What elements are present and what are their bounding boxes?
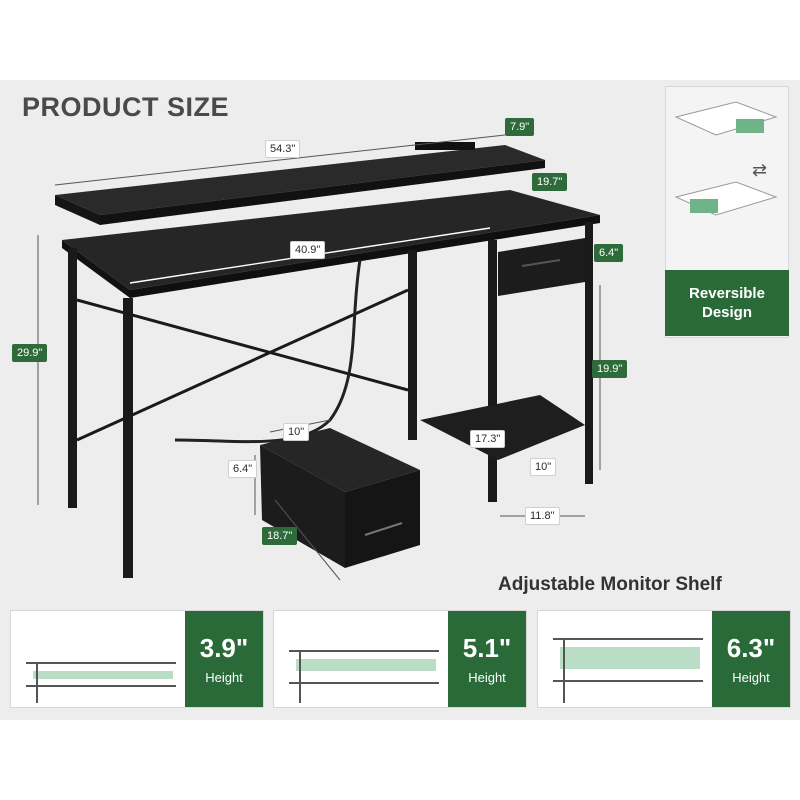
monitor-shelf-top: [55, 145, 545, 215]
shelf-height-unit: Height: [468, 670, 506, 685]
page-title: PRODUCT SIZE: [22, 92, 230, 122]
shelf-height-value: 5.1": [462, 633, 512, 663]
dim-shelf-width-lower: 10": [530, 458, 557, 476]
leg-front-left: [68, 248, 77, 508]
shelf-height-badge: 5.1" Height: [448, 611, 526, 707]
shelf-height-diagram: [289, 650, 439, 703]
dim-drawer-depth: 18.7": [262, 527, 298, 545]
dim-height-total: 29.9": [12, 344, 48, 362]
power-strip: [415, 142, 475, 150]
dim-cabinet-height: 19.9": [592, 360, 628, 378]
dim-drawer-width: 10": [283, 423, 310, 441]
reversible-badge: Reversible Design: [665, 270, 789, 336]
dim-cabinet-width: 11.8": [525, 507, 560, 525]
monitor-shelf-heading: Adjustable Monitor Shelf: [498, 574, 722, 595]
shelf-option-card: 3.9" Height: [10, 610, 264, 708]
dim-drawer-height: 6.4": [228, 460, 258, 478]
power-cable: [174, 259, 362, 444]
shelf-highlight-top: [736, 119, 764, 133]
dim-shelf-depth: 7.9": [505, 118, 535, 136]
shelf-height-diagram: [26, 662, 176, 703]
dim-width-total: 54.3": [265, 140, 301, 158]
storage-drawer-front: [345, 470, 420, 568]
leg-mid: [408, 250, 417, 440]
shelf-height-badge: 6.3" Height: [712, 611, 790, 707]
shelf-height-unit: Height: [205, 670, 243, 685]
shelf-option-card: 5.1" Height: [273, 610, 527, 708]
cabinet-shelf: [420, 395, 585, 460]
storage-drawer-side: [260, 445, 345, 568]
leg-cabinet-back: [585, 222, 593, 484]
shelf-height-diagram: [553, 638, 703, 703]
shelf-height-value: 3.9": [199, 633, 249, 663]
l-shape-desk-icon: [674, 101, 778, 216]
leg-back-left: [123, 298, 133, 578]
shelf-height-value: 6.3": [726, 633, 776, 663]
cross-brace-a: [76, 298, 409, 392]
dim-drawer-height-right: 6.4": [594, 244, 624, 262]
shelf-highlight-bottom: [690, 199, 718, 213]
dim-inner-width: 40.9": [290, 241, 326, 259]
dim-desk-depth: 19.7": [532, 173, 568, 191]
shelf-option-card: 6.3" Height: [537, 610, 791, 708]
desk-top: [62, 190, 600, 290]
storage-drawer-top: [260, 428, 420, 492]
shelf-height-badge: 3.9" Height: [185, 611, 263, 707]
cross-brace-b: [76, 288, 409, 442]
shelf-height-unit: Height: [732, 670, 770, 685]
swap-arrows-icon: ⇄: [752, 160, 768, 180]
dim-shelf-depth-lower: 17.3": [470, 430, 506, 448]
leg-cabinet-front: [488, 240, 497, 502]
cabinet-drawer: [498, 238, 585, 296]
